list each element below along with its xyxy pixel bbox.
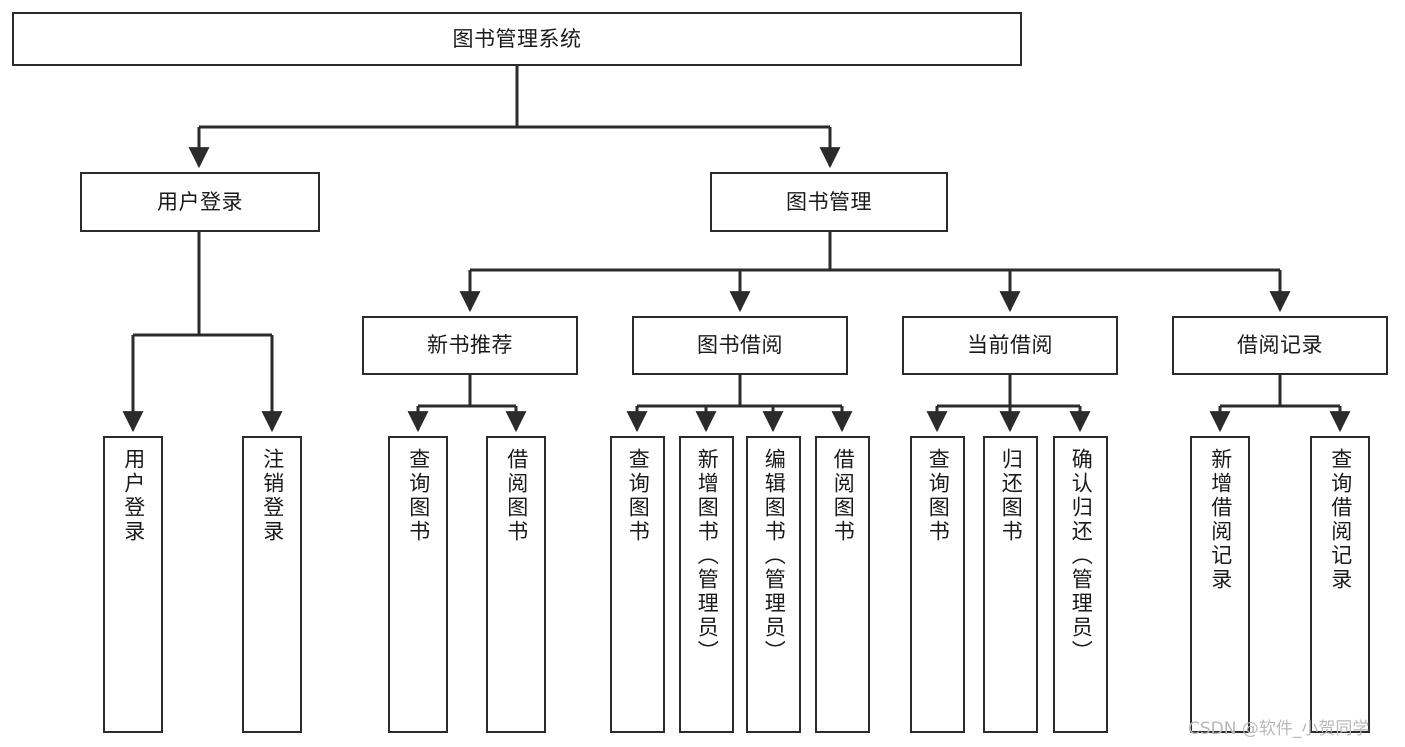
node-leaf-query-book-rec-label: 查询图书 [406,448,431,544]
node-leaf-return-book-label: 归还图书 [999,448,1024,544]
node-book-manage-label: 图书管理 [786,189,872,214]
node-leaf-edit-book[interactable]: 编辑图书（管理员） [746,436,801,733]
node-book-manage[interactable]: 图书管理 [710,172,948,232]
node-leaf-confirm-return-label: 确认归还（管理员） [1069,448,1094,664]
node-leaf-confirm-return[interactable]: 确认归还（管理员） [1053,436,1108,733]
node-leaf-query-book-borrow-label: 查询图书 [626,448,651,544]
node-current-borrow[interactable]: 当前借阅 [902,316,1118,375]
node-leaf-query-book-cur-label: 查询图书 [926,448,951,544]
node-leaf-logout-label: 注销登录 [260,448,285,544]
node-leaf-borrow-book-rec[interactable]: 借阅图书 [486,436,546,733]
node-new-book-rec-label: 新书推荐 [427,333,513,358]
node-current-borrow-label: 当前借阅 [967,333,1053,358]
node-leaf-query-book-rec[interactable]: 查询图书 [388,436,448,733]
node-leaf-borrow-book[interactable]: 借阅图书 [815,436,870,733]
node-borrow-record[interactable]: 借阅记录 [1172,316,1388,375]
node-user-login[interactable]: 用户登录 [80,172,320,232]
node-book-borrow[interactable]: 图书借阅 [632,316,848,375]
node-root-label: 图书管理系统 [452,26,582,51]
node-leaf-edit-book-label: 编辑图书（管理员） [762,448,787,664]
node-leaf-add-record[interactable]: 新增借阅记录 [1190,436,1250,733]
node-leaf-user-login-label: 用户登录 [121,448,146,544]
node-leaf-borrow-book-label: 借阅图书 [831,448,856,544]
node-leaf-return-book[interactable]: 归还图书 [983,436,1038,733]
node-book-borrow-label: 图书借阅 [697,333,783,358]
csdn-watermark: CSDN @软件_小贺同学 [1188,719,1370,739]
node-user-login-label: 用户登录 [157,189,243,214]
node-borrow-record-label: 借阅记录 [1237,333,1323,358]
node-leaf-query-book-cur[interactable]: 查询图书 [910,436,965,733]
node-root[interactable]: 图书管理系统 [12,12,1022,66]
node-leaf-query-record[interactable]: 查询借阅记录 [1310,436,1370,733]
node-leaf-add-record-label: 新增借阅记录 [1208,448,1233,592]
node-leaf-logout[interactable]: 注销登录 [242,436,302,733]
node-leaf-borrow-book-rec-label: 借阅图书 [504,448,529,544]
node-leaf-add-book-label: 新增图书（管理员） [695,448,720,664]
node-leaf-query-book-borrow[interactable]: 查询图书 [610,436,665,733]
node-leaf-add-book[interactable]: 新增图书（管理员） [679,436,734,733]
node-leaf-query-record-label: 查询借阅记录 [1328,448,1353,592]
node-leaf-user-login[interactable]: 用户登录 [103,436,163,733]
node-new-book-rec[interactable]: 新书推荐 [362,316,578,375]
